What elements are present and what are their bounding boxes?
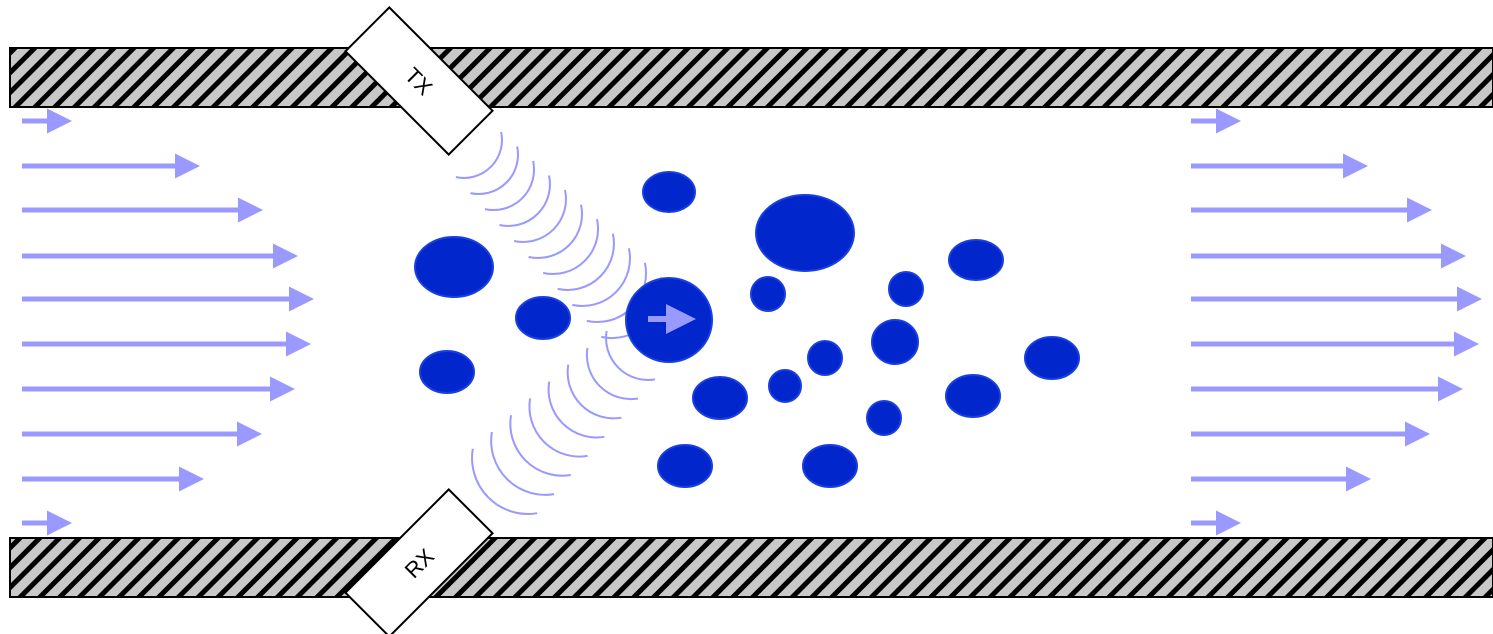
- particle: [808, 341, 842, 375]
- particle: [643, 172, 695, 212]
- particle: [769, 370, 801, 402]
- flow-profile-left: [22, 121, 309, 523]
- particle: [658, 445, 712, 487]
- particle-cloud: [415, 172, 1079, 487]
- wave-front: [529, 205, 582, 258]
- particle: [889, 272, 923, 306]
- particle: [867, 401, 901, 435]
- particle: [946, 375, 1000, 417]
- wave-front: [587, 348, 638, 399]
- particle: [1025, 337, 1079, 379]
- particle: [803, 445, 857, 487]
- pipe-wall-top: [10, 48, 1493, 107]
- particle: [693, 377, 747, 419]
- wave-front: [549, 382, 605, 438]
- wave-front: [472, 449, 537, 514]
- wave-front: [572, 248, 630, 306]
- wave-front: [529, 398, 587, 456]
- particle: [415, 237, 493, 297]
- wave-front: [558, 234, 614, 290]
- particle: [751, 277, 785, 311]
- wave-front: [568, 365, 622, 419]
- particle: [949, 240, 1003, 280]
- ultrasound-waves-reflected: [472, 331, 655, 514]
- particle: [420, 351, 474, 393]
- wave-front: [543, 219, 598, 274]
- wave-front: [510, 415, 570, 475]
- flow-profile-right: [1191, 121, 1477, 523]
- particle: [872, 320, 918, 364]
- wave-front: [471, 147, 518, 194]
- pipe-wall-bottom: [10, 538, 1493, 597]
- particle: [516, 297, 570, 339]
- particle: [756, 195, 854, 271]
- wave-front: [485, 161, 534, 210]
